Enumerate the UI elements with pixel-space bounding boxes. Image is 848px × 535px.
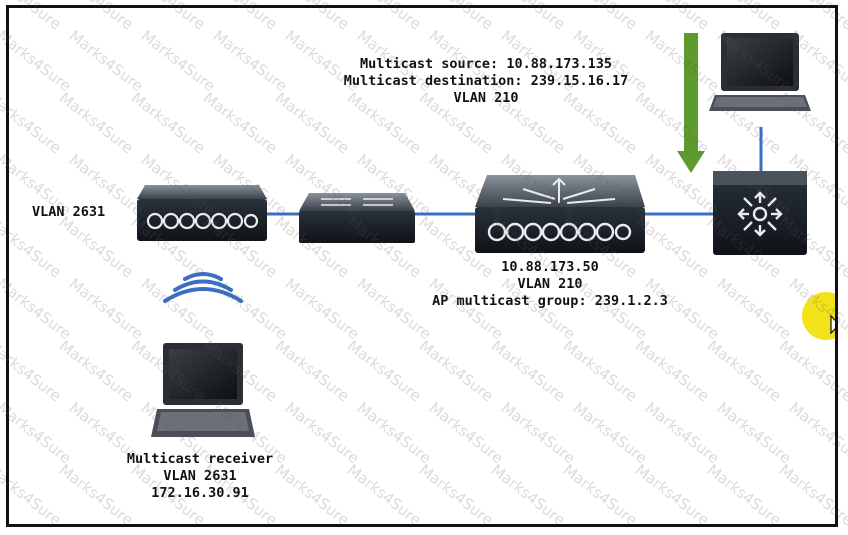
wireless-controller-icon xyxy=(475,175,645,253)
arrow-down-icon xyxy=(677,33,705,173)
receiver-label: Multicast receiver VLAN 2631 172.16.30.9… xyxy=(96,451,304,502)
wlc-label: 10.88.173.50 VLAN 210 AP multicast group… xyxy=(398,259,702,310)
receiver-ip-text: 172.16.30.91 xyxy=(151,485,249,501)
ap-vlan-label: VLAN 2631 xyxy=(32,204,106,220)
switch-icon xyxy=(299,193,415,243)
source-ip-text: Multicast source: 10.88.173.135 xyxy=(360,56,612,72)
wifi-signal-icon xyxy=(163,272,243,303)
source-destination-text: Multicast destination: 239.15.16.17 xyxy=(343,73,629,89)
receiver-vlan-text: VLAN 2631 xyxy=(163,468,237,484)
receiver-title-text: Multicast receiver xyxy=(126,451,274,467)
wlc-group-text: AP multicast group: 239.1.2.3 xyxy=(432,293,668,309)
cursor-highlight xyxy=(802,292,835,340)
access-point-icon xyxy=(137,185,267,241)
mouse-cursor-icon xyxy=(830,314,835,335)
source-vlan-text: VLAN 210 xyxy=(453,90,519,106)
receiver-laptop-icon xyxy=(151,343,255,437)
network-diagram xyxy=(137,33,835,437)
wlc-vlan-text: VLAN 210 xyxy=(517,276,583,292)
source-laptop-icon xyxy=(709,33,811,111)
router-icon xyxy=(713,171,807,255)
wlc-ip-text: 10.88.173.50 xyxy=(501,259,599,275)
source-label: Multicast source: 10.88.173.135 Multicas… xyxy=(300,56,672,107)
diagram-frame xyxy=(6,5,838,527)
